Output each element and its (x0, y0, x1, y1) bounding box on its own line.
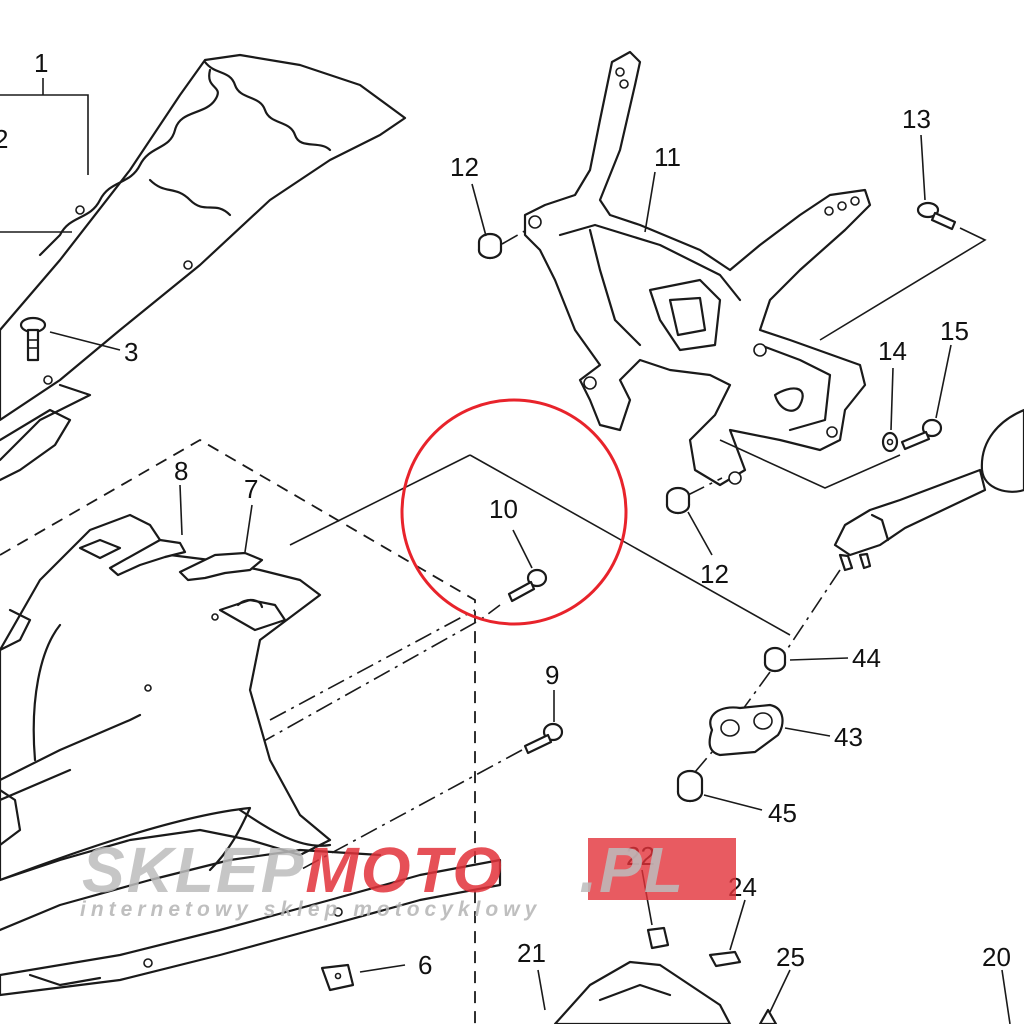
bolt-13 (819, 134, 987, 341)
rear-view-mirror (779, 408, 1024, 661)
washer-14 (881, 367, 899, 453)
label-part-6: 6 (418, 950, 432, 980)
fairing-stay-bracket (523, 50, 872, 487)
label-part-21: 21 (517, 938, 546, 968)
screw-3 (19, 316, 121, 362)
side-cowling (0, 513, 332, 882)
watermark-badge (588, 838, 736, 900)
upper-cowling-part (0, 53, 407, 482)
label-part-13: 13 (902, 104, 931, 134)
grommet-44 (734, 646, 849, 721)
collar-45 (676, 751, 763, 811)
label-part-3: 3 (124, 337, 138, 367)
collar-12-right (665, 477, 723, 556)
screw-10 (507, 529, 548, 603)
part-21 (537, 960, 732, 1024)
watermark-tagline: internetowy sklep motocyklowy (80, 898, 541, 921)
bolt-15 (719, 344, 952, 489)
screw-9 (299, 690, 564, 871)
label-part-8: 8 (174, 456, 188, 486)
label-part-25: 25 (776, 942, 805, 972)
highlight-circle (400, 398, 628, 626)
part-25 (758, 969, 791, 1024)
label-part-11: 11 (654, 142, 681, 172)
label-part-7: 7 (244, 474, 258, 504)
clip-8 (108, 484, 187, 577)
label-part-20: 20 (982, 942, 1011, 972)
label-part-15: 15 (940, 316, 969, 346)
label-part-12-top: 12 (450, 152, 479, 182)
label-part-9: 9 (545, 660, 559, 690)
clip-7 (178, 504, 264, 582)
damper-43 (708, 703, 831, 757)
label-part-2: 2 (0, 124, 8, 154)
label-part-10: 10 (489, 494, 518, 524)
lower-cowl-strip (0, 806, 502, 997)
inner-panel (0, 438, 791, 1024)
label-part-1: 1 (34, 48, 48, 78)
collar-12-left (471, 183, 531, 260)
label-part-45: 45 (768, 798, 797, 828)
label-part-14: 14 (878, 336, 907, 366)
watermark-brand: SKLEPMOTO46.PL (82, 834, 685, 906)
clip-6 (320, 963, 406, 992)
part-20 (1001, 969, 1011, 1024)
label-part-44: 44 (852, 643, 881, 673)
watermark: SKLEPMOTO46.PL internetowy sklep motocyk… (80, 834, 736, 921)
part-24 (708, 899, 746, 968)
label-part-12-right: 12 (700, 559, 729, 589)
label-part-43: 43 (834, 722, 863, 752)
